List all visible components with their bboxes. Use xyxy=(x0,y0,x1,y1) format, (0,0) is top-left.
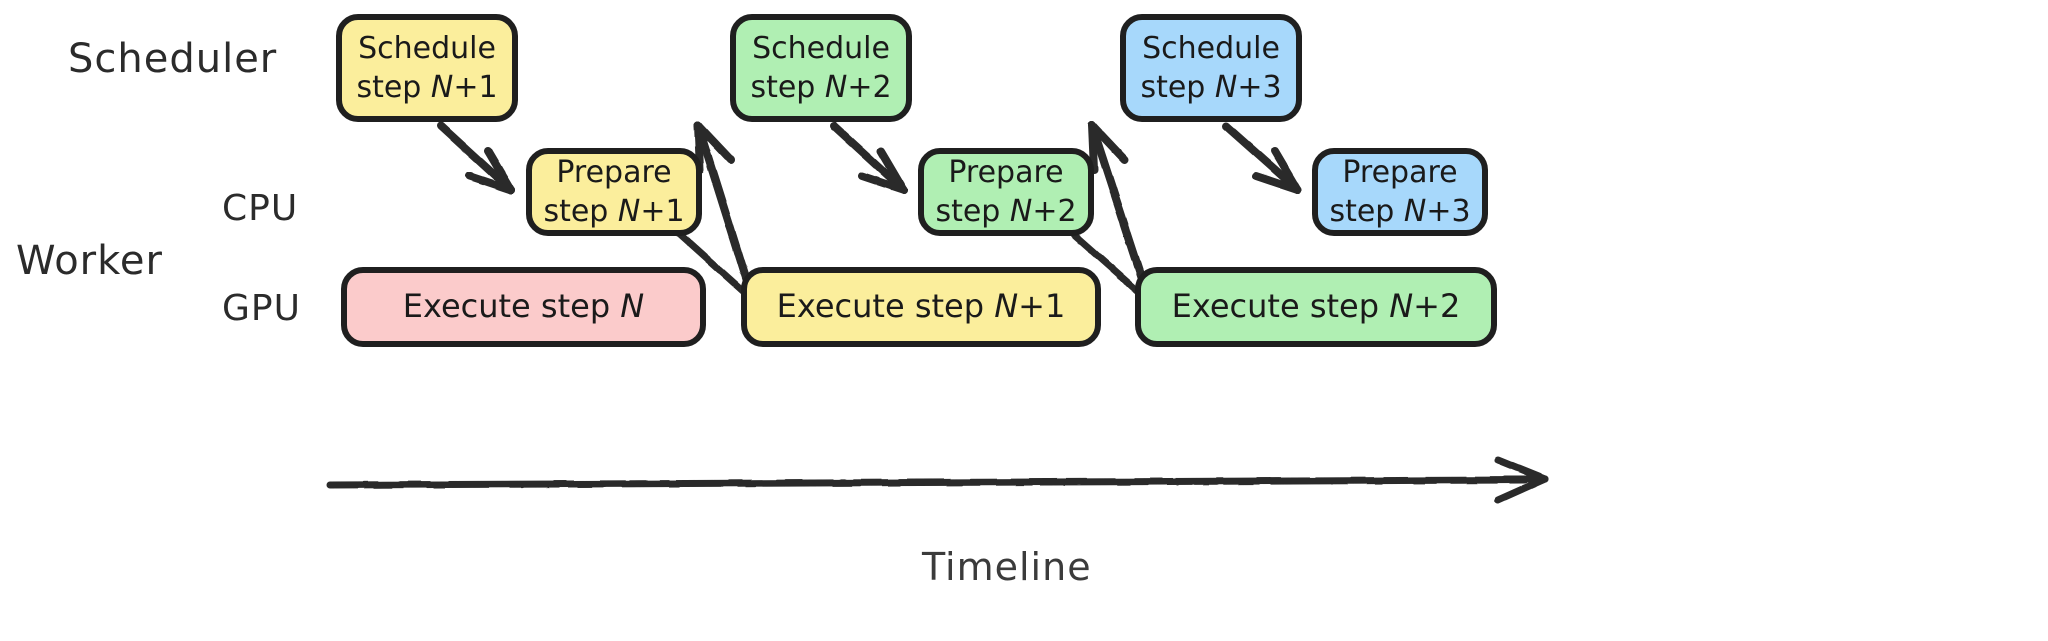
lane-label-cpu: CPU xyxy=(222,188,299,229)
box-prepare-n3-line1: Prepare xyxy=(1342,155,1458,190)
box-prepare-n2-line1: Prepare xyxy=(948,155,1064,190)
timeline-axis-label: Timeline xyxy=(922,545,1092,589)
box-prepare-n3-line2: step N+3 xyxy=(1329,194,1471,229)
box-schedule-n1[interactable]: Schedule step N+1 xyxy=(336,14,518,122)
arrow-schedule-n1-to-prepare-n1 xyxy=(437,122,515,194)
box-execute-n1[interactable]: Execute step N+1 xyxy=(741,267,1101,347)
box-schedule-n1-line1: Schedule xyxy=(358,31,496,66)
box-execute-n2-label: Execute step N+2 xyxy=(1171,287,1461,326)
box-execute-n1-label: Execute step N+1 xyxy=(776,287,1066,326)
box-schedule-n2-line1: Schedule xyxy=(752,31,890,66)
handoff-stroke-n2 xyxy=(1070,231,1147,300)
box-schedule-n3[interactable]: Schedule step N+3 xyxy=(1120,14,1302,122)
timeline-axis xyxy=(326,456,1549,504)
box-prepare-n1[interactable]: Prepare step N+1 xyxy=(526,148,702,236)
box-prepare-n2[interactable]: Prepare step N+2 xyxy=(918,148,1094,236)
arrow-schedule-n2-to-prepare-n2 xyxy=(830,122,908,194)
box-prepare-n1-line1: Prepare xyxy=(556,155,672,190)
lane-label-scheduler: Scheduler xyxy=(68,36,278,82)
box-schedule-n2-line2: step N+2 xyxy=(750,70,892,105)
box-prepare-n1-line2: step N+1 xyxy=(543,194,685,229)
handoff-stroke-n1 xyxy=(676,231,752,300)
box-execute-n[interactable]: Execute step N xyxy=(341,267,706,347)
lane-label-gpu: GPU xyxy=(222,288,301,329)
box-execute-n-label: Execute step N xyxy=(402,287,645,326)
box-schedule-n2[interactable]: Schedule step N+2 xyxy=(730,14,912,122)
box-schedule-n3-line1: Schedule xyxy=(1142,31,1280,66)
arrow-execute-n1-to-schedule-n3 xyxy=(1088,121,1152,301)
box-prepare-n2-line2: step N+2 xyxy=(935,194,1077,229)
box-schedule-n3-line2: step N+3 xyxy=(1140,70,1282,105)
box-schedule-n1-line2: step N+1 xyxy=(356,70,498,105)
box-prepare-n3[interactable]: Prepare step N+3 xyxy=(1312,148,1488,236)
arrow-schedule-n3-to-prepare-n3 xyxy=(1222,122,1302,194)
lane-label-worker: Worker xyxy=(16,238,163,284)
box-execute-n2[interactable]: Execute step N+2 xyxy=(1135,267,1497,347)
